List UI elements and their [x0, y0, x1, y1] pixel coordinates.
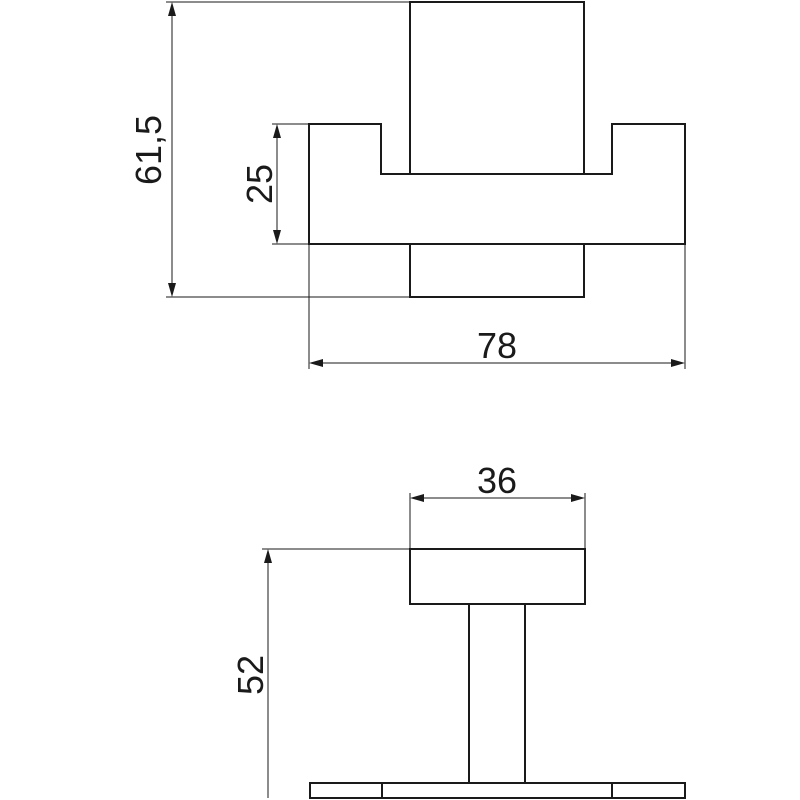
wall-plate-upper — [409, 1, 585, 175]
dimension-total-width: 78 — [308, 244, 686, 369]
arrowhead-top — [273, 124, 281, 138]
front-view — [308, 1, 686, 298]
dimension-label-arm-height: 25 — [239, 164, 280, 204]
arrowhead-left — [309, 359, 323, 367]
side-view — [309, 548, 686, 799]
dimension-label-head-width: 36 — [477, 460, 517, 501]
double-hook-body — [308, 123, 686, 245]
arrowhead-top — [264, 549, 272, 563]
wall-plate-lower — [409, 243, 585, 298]
arrowhead-top — [168, 2, 176, 16]
arrowhead-right — [671, 359, 685, 367]
dimension-label-projection-depth: 52 — [230, 655, 271, 695]
dimension-arm-height: 25 — [239, 123, 309, 245]
dimension-head-width: 36 — [409, 460, 586, 549]
dimension-total-height: 61,5 — [128, 1, 410, 298]
hook-head — [409, 548, 586, 605]
hook-stem — [468, 603, 526, 784]
arrowhead-right — [571, 494, 585, 502]
dimension-label-total-width: 78 — [477, 325, 517, 366]
arrowhead-bottom — [273, 230, 281, 244]
arrowhead-bottom — [168, 283, 176, 297]
dimension-projection-depth: 52 — [230, 548, 410, 798]
wall-plate-base — [309, 782, 686, 799]
dimension-label-total-height: 61,5 — [128, 115, 169, 185]
arrowhead-left — [410, 494, 424, 502]
